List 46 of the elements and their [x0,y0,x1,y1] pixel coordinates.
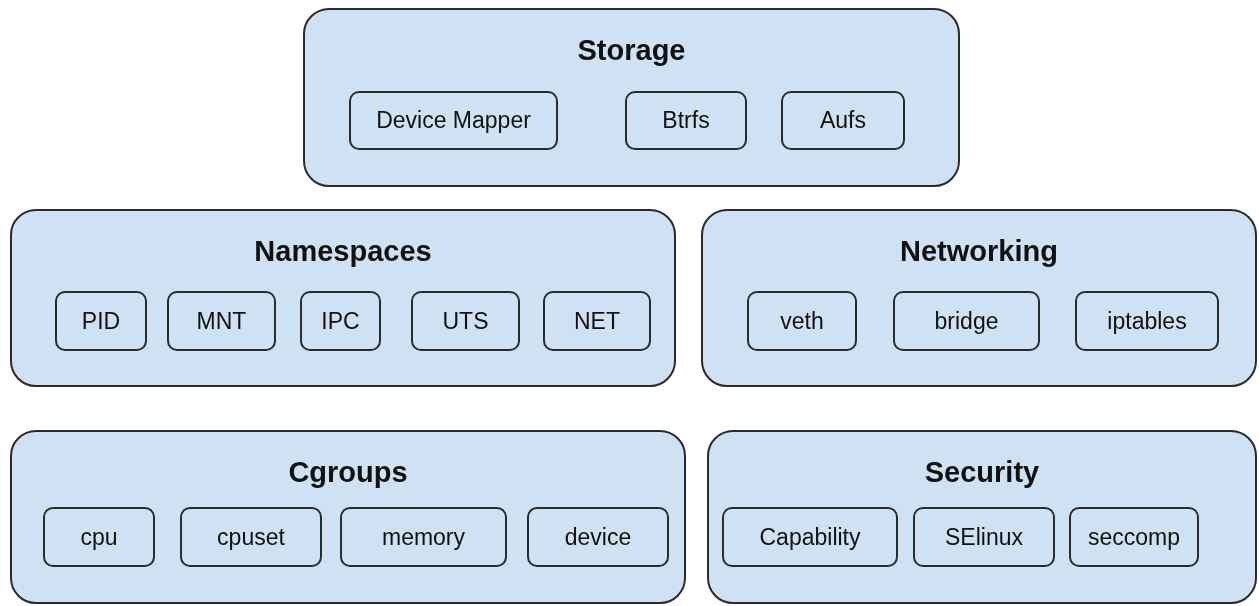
component-box [180,507,322,567]
component-label: bridge [934,307,999,335]
component-label: UTS [442,307,489,335]
group-title: Cgroups [287,456,409,489]
group-panel [10,209,676,387]
component-label: seccomp [1087,523,1180,551]
group-panel [303,8,960,187]
component-box [625,91,747,150]
component-label: Btrfs [662,107,710,134]
component-box [543,291,651,351]
component-label: cpuset [217,523,285,551]
component-box [893,291,1040,351]
component-box [55,291,147,351]
component-label: memory [381,523,466,551]
component-box [43,507,155,567]
group-title: Security [923,456,1041,489]
component-box [167,291,276,351]
component-label: iptables [1107,307,1187,335]
group-title: Networking [899,235,1059,268]
component-box [1069,507,1199,567]
component-label: IPC [321,307,360,335]
component-label: device [564,523,632,551]
component-label: Capability [759,523,861,551]
group-title: Namespaces [253,235,433,268]
component-box [527,507,669,567]
component-box [340,507,507,567]
group-panel [10,430,686,604]
component-label: cpu [80,523,118,551]
component-label: PID [81,307,121,335]
component-box [722,507,898,567]
component-box [781,91,905,150]
component-label: SElinux [945,523,1023,551]
component-label: Aufs [820,107,866,134]
component-box [411,291,520,351]
component-box [300,291,381,351]
component-label: Device Mapper [376,107,531,134]
component-box [913,507,1055,567]
group-panel [707,430,1257,604]
component-label: MNT [196,307,247,335]
component-box [349,91,558,150]
group-title: Storage [576,34,687,67]
component-box [747,291,857,351]
component-box [1075,291,1219,351]
component-label: veth [780,307,824,335]
group-panel [701,209,1257,387]
component-label: NET [574,307,620,335]
